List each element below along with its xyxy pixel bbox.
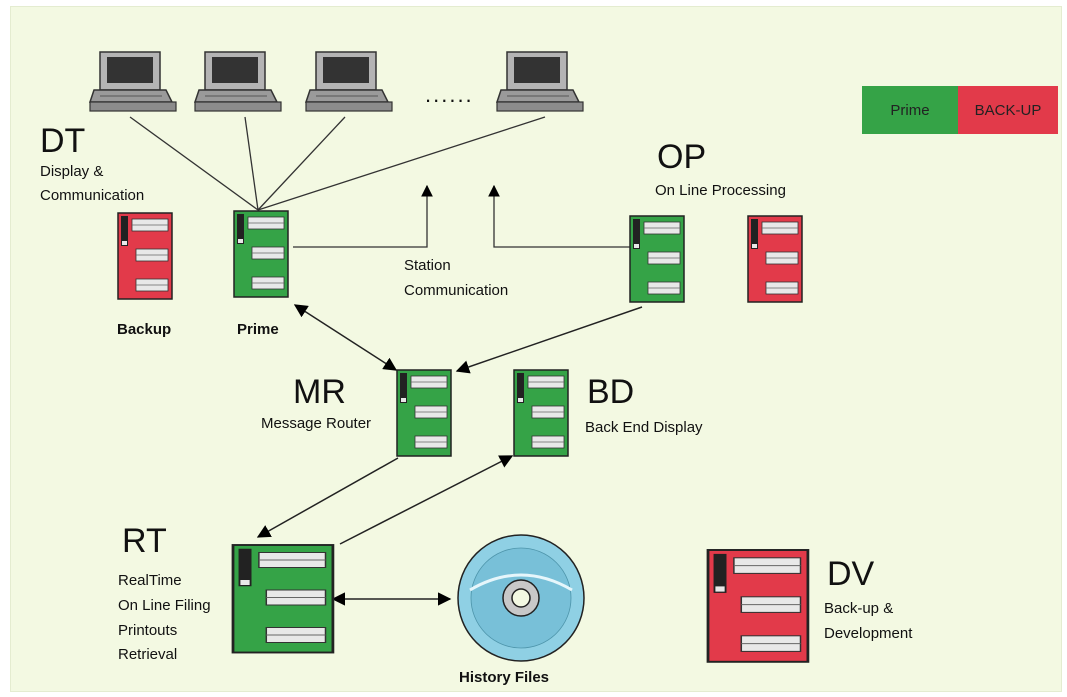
- prime-router-link: [293, 304, 398, 371]
- rt-line-2: On Line Filing: [118, 597, 211, 614]
- bd-desc: Back End Display: [585, 419, 703, 436]
- legend-backup: BACK-UP: [958, 86, 1058, 134]
- terminals-ellipsis: ......: [425, 82, 474, 107]
- rt-line-3: Printouts: [118, 622, 178, 639]
- dv-server-icon: [706, 548, 810, 664]
- op-desc: On Line Processing: [655, 182, 786, 199]
- terminal-icon: [194, 51, 282, 112]
- bd-code: BD: [587, 373, 635, 411]
- rt-code: RT: [122, 522, 167, 560]
- terminal-icon: [89, 51, 177, 112]
- rt-bd-link: [339, 455, 514, 545]
- history-disc-icon: [457, 534, 585, 662]
- dt-code: DT: [40, 122, 86, 160]
- dt-backup-server-icon: [117, 212, 173, 300]
- station-comm-line1: Station: [404, 257, 451, 274]
- op-backup-server-icon: [747, 215, 803, 303]
- mr-code: MR: [293, 373, 346, 411]
- mr-desc: Message Router: [261, 415, 372, 432]
- legend-prime-label: Prime: [890, 101, 930, 119]
- rt-server-icon: [231, 543, 335, 654]
- router-rt-link: [256, 457, 399, 538]
- op-code: OP: [657, 138, 707, 176]
- station-comm-line2: Communication: [404, 282, 509, 299]
- dt-backup-label: Backup: [117, 321, 172, 338]
- rt-line-1: RealTime: [118, 572, 182, 589]
- bd-server-icon: [513, 369, 569, 457]
- dv-desc-line1: Back-up &: [824, 600, 894, 617]
- dt-prime-label: Prime: [237, 321, 279, 338]
- op-prime-server-icon: [629, 215, 685, 303]
- terminal-icon: [305, 51, 393, 112]
- mr-server-icon: [396, 369, 452, 457]
- terminal-links: [129, 116, 546, 211]
- legend-backup-label: BACK-UP: [974, 101, 1042, 119]
- history-files-label: History Files: [459, 669, 550, 686]
- dt-prime-server-icon: [233, 210, 289, 298]
- dv-code: DV: [827, 555, 875, 593]
- legend-prime: Prime: [862, 86, 958, 134]
- dt-desc-line1: Display &: [40, 163, 104, 180]
- dv-desc-line2: Development: [824, 625, 913, 642]
- rt-line-4: Retrieval: [118, 646, 178, 663]
- dt-desc-line2: Communication: [40, 187, 145, 204]
- terminal-icon: [496, 51, 584, 112]
- op-router-link: [455, 306, 643, 374]
- station-communication-arrows: [293, 184, 630, 248]
